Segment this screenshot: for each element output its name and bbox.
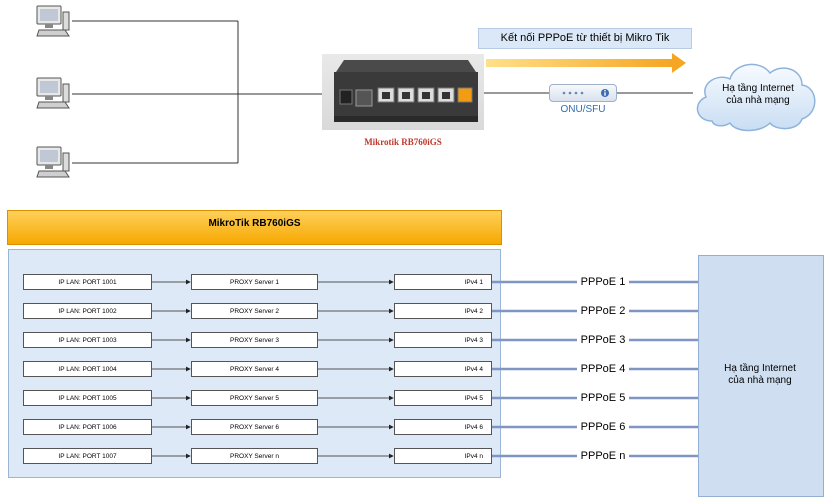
proxy-server-box: PROXY Server 1 xyxy=(191,274,318,290)
proxy-server-box: PROXY Server 2 xyxy=(191,303,318,319)
router-device xyxy=(322,54,484,130)
cloud-icon xyxy=(696,63,816,132)
computer-icon xyxy=(36,77,70,109)
onu-device-icon xyxy=(549,84,617,102)
lan-port-box: IP LAN: PORT 1001 xyxy=(23,274,152,290)
arrow-right-icon xyxy=(486,53,686,73)
ipv4-box: IPv4 2 xyxy=(394,303,492,319)
pppoe-label: PPPoE 2 xyxy=(577,305,629,318)
onu-label: ONU/SFU xyxy=(560,104,606,115)
proxy-server-box: PROXY Server 3 xyxy=(191,332,318,348)
ipv4-box: IPv4 1 xyxy=(394,274,492,290)
isp-label: Hạ tầng Internet của nhà mạng xyxy=(724,363,796,386)
pppoe-label: PPPoE 6 xyxy=(577,421,629,434)
pppoe-label: PPPoE 4 xyxy=(577,363,629,376)
lan-port-box: IP LAN: PORT 1003 xyxy=(23,332,152,348)
pppoe-label: PPPoE 5 xyxy=(577,392,629,405)
lan-port-box: IP LAN: PORT 1005 xyxy=(23,390,152,406)
isp-panel xyxy=(698,255,824,497)
router-caption: Mikrotik RB760iGS xyxy=(364,137,442,147)
ipv4-box: IPv4 5 xyxy=(394,390,492,406)
pppoe-label: PPPoE 1 xyxy=(577,276,629,289)
mikrotik-header: MikroTik RB760iGS xyxy=(7,210,502,245)
proxy-server-box: PROXY Server 5 xyxy=(191,390,318,406)
connection-title: Kết nối PPPoE từ thiết bị Mikro Tik xyxy=(478,28,692,49)
computer-icon xyxy=(36,5,70,37)
lan-port-box: IP LAN: PORT 1004 xyxy=(23,361,152,377)
ipv4-box: IPv4 4 xyxy=(394,361,492,377)
proxy-server-box: PROXY Server 6 xyxy=(191,419,318,435)
pppoe-label: PPPoE n xyxy=(577,450,629,463)
computer-icon xyxy=(36,146,70,178)
ipv4-box: IPv4 3 xyxy=(394,332,492,348)
proxy-server-box: PROXY Server 4 xyxy=(191,361,318,377)
proxy-server-box: PROXY Server n xyxy=(191,448,318,464)
pppoe-label: PPPoE 3 xyxy=(577,334,629,347)
lan-port-box: IP LAN: PORT 1006 xyxy=(23,419,152,435)
ipv4-box: IPv4 n xyxy=(394,448,492,464)
internet-cloud-label: Hạ tầng Internet của nhà mạng xyxy=(722,83,794,106)
ipv4-box: IPv4 6 xyxy=(394,419,492,435)
lan-port-box: IP LAN: PORT 1002 xyxy=(23,303,152,319)
lan-port-box: IP LAN: PORT 1007 xyxy=(23,448,152,464)
